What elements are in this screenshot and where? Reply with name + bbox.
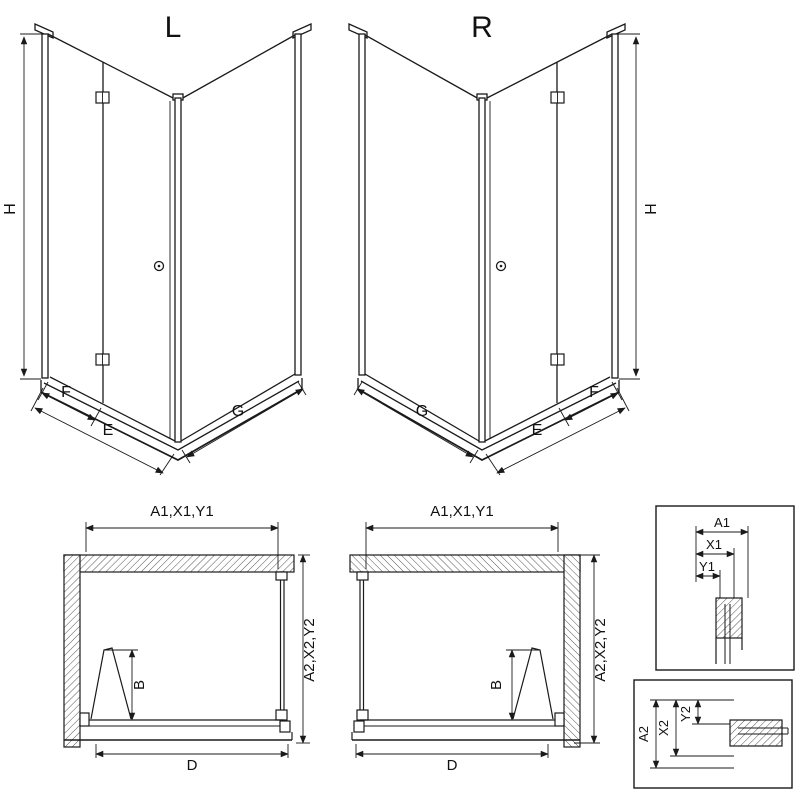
detail-view-bottom-profile: A2 X2 Y2: [633, 679, 793, 789]
dim-label-entry: E: [103, 422, 114, 439]
variant-label-right: R: [471, 11, 493, 44]
dim-label-depth-range: A2,X2,Y2: [301, 618, 318, 681]
plan-dimensions: [85, 522, 310, 758]
wall-profile-section: [729, 719, 789, 747]
dim-label-entry: E: [532, 422, 543, 439]
dim-label-height: H: [2, 203, 19, 215]
iso-view-right: R H F E G: [342, 11, 658, 478]
dim-label-side: G: [416, 403, 428, 420]
plan-geometry-mirrored: [349, 554, 581, 748]
dim-label-depth-range: A2,X2,Y2: [592, 618, 609, 681]
dim-label-width-range: A1,X1,Y1: [150, 503, 213, 520]
dim-label-entry: D: [187, 757, 198, 774]
enclosure-geometry-mirrored: [349, 24, 640, 475]
dim-label-x2: X2: [656, 720, 671, 736]
variant-label-left: L: [165, 11, 182, 44]
plan-dimensions: [355, 522, 600, 758]
detail-view-top-profile: A1 X1 Y1: [655, 505, 795, 671]
wall-profile-section: [715, 597, 743, 664]
dim-label-fold-depth: B: [131, 680, 148, 690]
dim-label-y1: Y1: [699, 559, 715, 574]
dim-label-fold-depth: B: [488, 680, 505, 690]
plan-geometry: [63, 554, 295, 748]
dim-label-a1: A1: [714, 515, 730, 530]
plan-view-left: A1,X1,Y1 A2,X2,Y2 B D: [63, 503, 318, 774]
dim-label-side: G: [232, 403, 244, 420]
dim-label-width-range: A1,X1,Y1: [430, 503, 493, 520]
enclosure-geometry: [20, 24, 311, 475]
detail-dimensions: [695, 526, 749, 598]
dim-label-door: F: [589, 384, 599, 401]
dim-label-entry: D: [447, 757, 458, 774]
iso-view-left: L H F E G: [2, 11, 338, 478]
detail-dimensions: [650, 699, 734, 769]
plan-view-right: A1,X1,Y1 A2,X2,Y2 B D: [349, 503, 609, 774]
dim-label-height: H: [641, 203, 658, 215]
dim-label-door: F: [61, 384, 71, 401]
dim-label-x1: X1: [706, 537, 722, 552]
dim-label-y2: Y2: [678, 706, 693, 722]
dim-label-a2: A2: [636, 726, 651, 742]
